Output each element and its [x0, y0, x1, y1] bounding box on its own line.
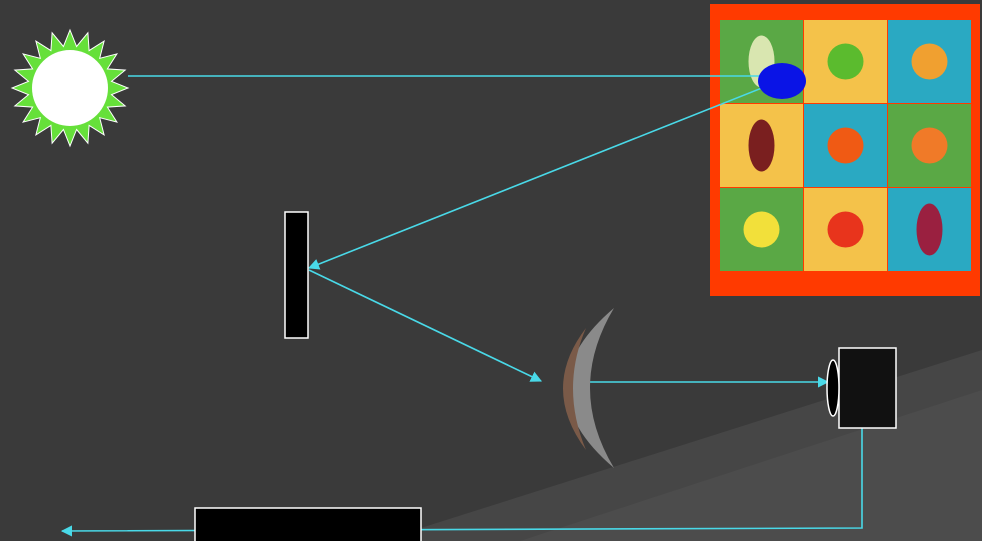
- pear-icon: [749, 120, 775, 172]
- detector-body: [839, 348, 896, 428]
- sun-core: [32, 50, 108, 126]
- papaya-icon: [912, 128, 948, 164]
- fruit-grid: [720, 20, 971, 271]
- orange-icon: [912, 44, 948, 80]
- flat-mirror: [285, 212, 308, 338]
- concave-mirror-outer: [567, 308, 614, 468]
- light-source: [12, 30, 128, 146]
- sample-spot: [758, 63, 806, 99]
- endive-icon: [917, 204, 943, 256]
- output-block: [195, 508, 421, 541]
- concave-mirror: [563, 308, 614, 468]
- beam-mirror-to-concave: [309, 270, 541, 381]
- pepper-icon: [828, 128, 864, 164]
- detector-lens: [827, 360, 839, 416]
- tomato-icon: [828, 212, 864, 248]
- lemon-icon: [744, 212, 780, 248]
- scene-image: [710, 4, 980, 296]
- lime-icon: [828, 44, 864, 80]
